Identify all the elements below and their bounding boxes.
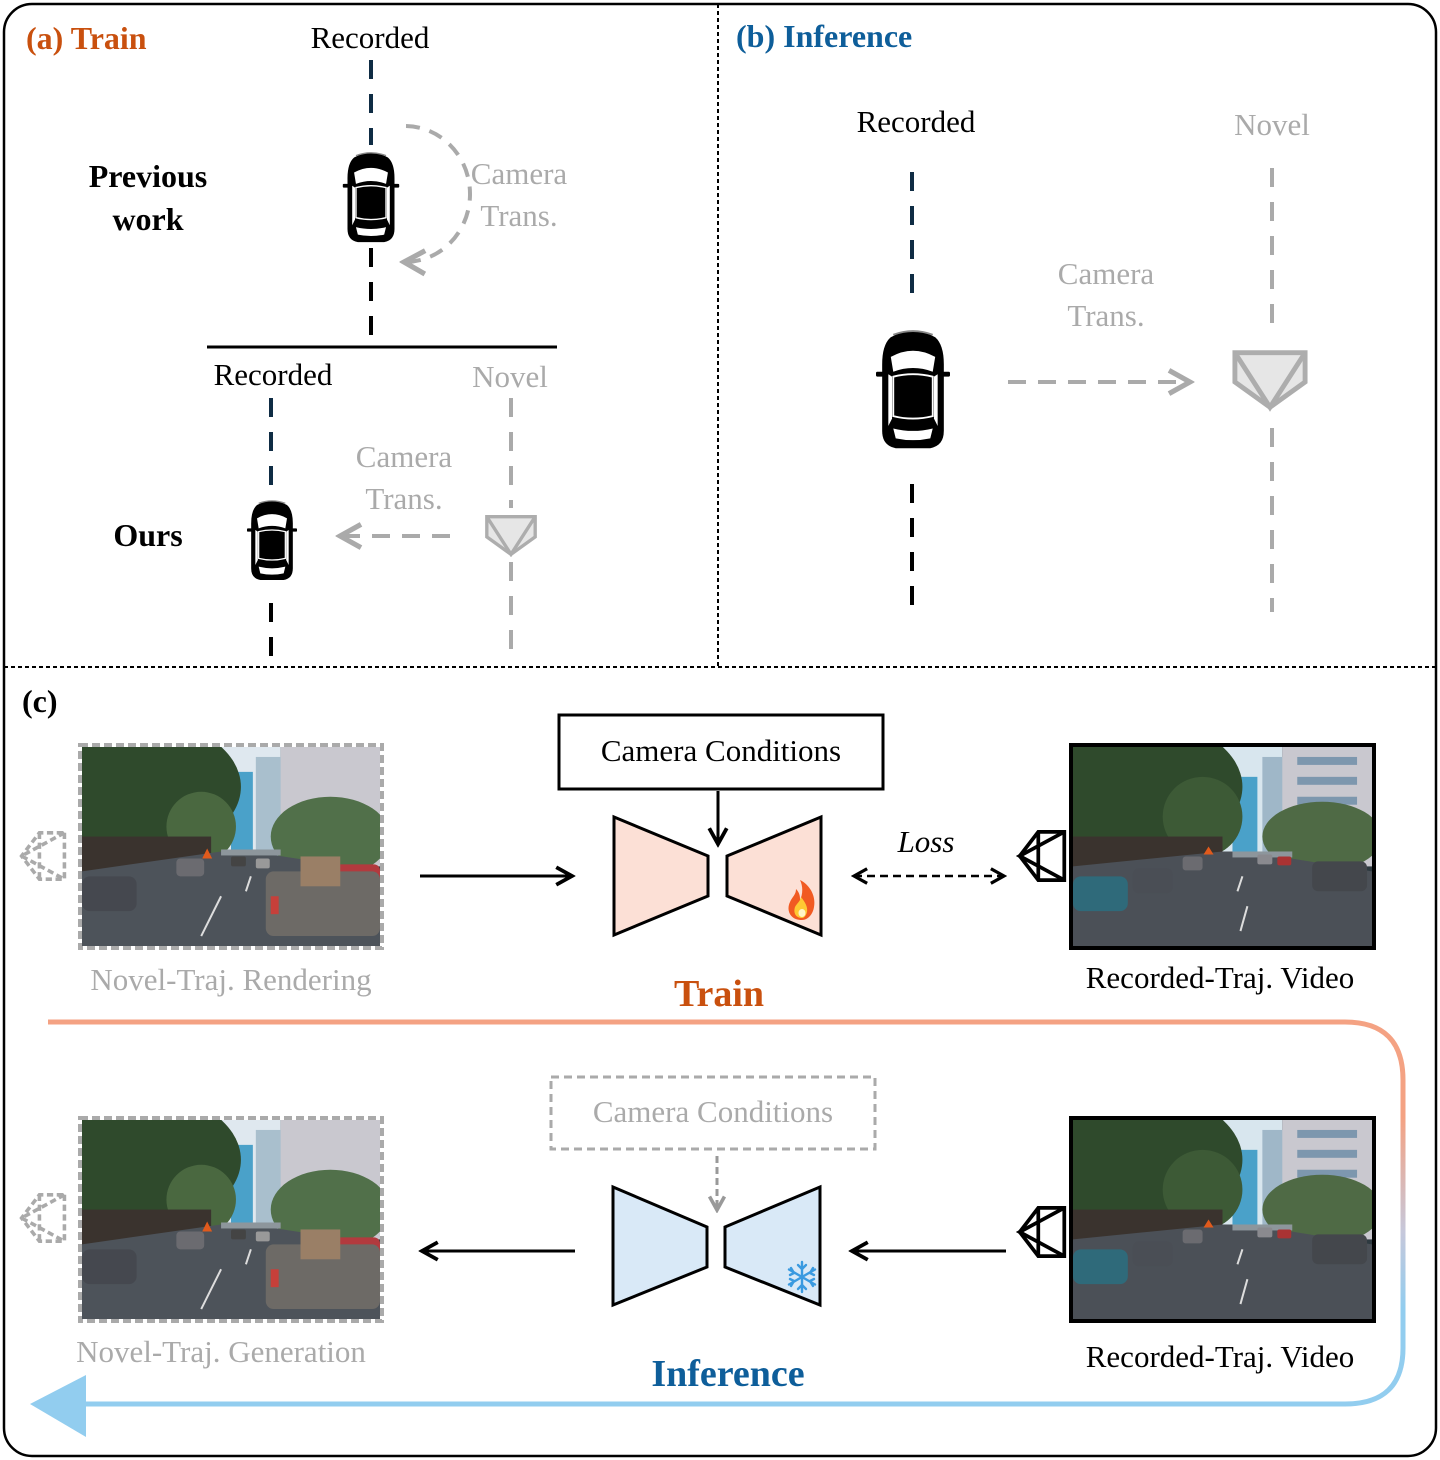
encoder-inference <box>611 1184 709 1308</box>
encoder-train <box>612 814 710 938</box>
fire-icon <box>788 880 815 920</box>
car-icon <box>342 152 400 243</box>
recorded-camera-icon <box>1017 1205 1067 1259</box>
decoder-inference <box>723 1184 822 1308</box>
novel-rendering-image <box>82 747 380 946</box>
novel-generation-caption: Novel-Traj. Generation <box>76 1334 366 1369</box>
inference-flow-arrowhead <box>30 1375 86 1437</box>
panel-c-title: (c) <box>22 683 58 719</box>
previous-work-label-2: work <box>112 201 183 237</box>
snowflake-icon <box>787 1260 817 1294</box>
ours-label: Ours <box>113 517 182 553</box>
novel-generation-image <box>82 1120 380 1319</box>
loss-label: Loss <box>897 824 955 859</box>
recorded-video-image-inference <box>1073 1120 1372 1319</box>
recorded-label: Recorded <box>311 20 430 55</box>
inference-stage-label: Inference <box>651 1353 804 1395</box>
novel-generation-frame <box>78 1116 384 1323</box>
ours-recorded-label: Recorded <box>214 357 333 392</box>
ours-camera-trans-2: Trans. <box>365 481 442 516</box>
ours-camera-trans-1: Camera <box>356 439 453 474</box>
panel-b-title: (b) Inference <box>736 18 912 54</box>
rotation-arrow <box>404 124 472 262</box>
train-stage-label: Train <box>674 973 764 1015</box>
camera-conditions-box-dashed <box>549 1075 877 1151</box>
panel-a-train: (a) Train Recorded Previous work Camera … <box>26 20 567 660</box>
camera-trans-label-2: Trans. <box>480 198 557 233</box>
recorded-label: Recorded <box>857 104 976 139</box>
recorded-video-frame <box>1069 743 1376 950</box>
car-icon <box>247 500 297 581</box>
flow-curve <box>1344 1019 1406 1407</box>
camera-trans-label-2: Trans. <box>1067 298 1144 333</box>
recorded-video-caption-inference: Recorded-Traj. Video <box>1086 1339 1354 1374</box>
novel-label: Novel <box>1234 107 1310 142</box>
novel-camera-icon <box>19 830 67 882</box>
recorded-video-image <box>1073 747 1372 946</box>
car-icon <box>876 329 950 450</box>
panel-c-pipeline: (c) Novel-Traj. Rendering Camera Conditi… <box>19 683 1406 1437</box>
camera-conditions-label: Camera Conditions <box>601 733 841 768</box>
recorded-video-frame-inference <box>1069 1116 1376 1323</box>
novel-camera-icon <box>19 1192 67 1244</box>
camera-icon <box>485 515 537 556</box>
camera-trans-label-1: Camera <box>1058 256 1155 291</box>
previous-work-label-1: Previous <box>89 158 208 194</box>
camera-conditions-box <box>557 713 885 791</box>
panel-b-inference: (b) Inference Recorded Novel Camera Tran… <box>736 18 1310 612</box>
camera-conditions-label-dashed: Camera Conditions <box>593 1094 833 1129</box>
recorded-camera-icon <box>1017 829 1067 883</box>
camera-trans-label-1: Camera <box>471 156 568 191</box>
ours-novel-label: Novel <box>472 359 548 394</box>
panel-a-title: (a) Train <box>26 20 147 56</box>
camera-icon <box>1235 353 1305 408</box>
novel-rendering-frame <box>78 743 384 950</box>
recorded-video-caption: Recorded-Traj. Video <box>1086 960 1354 995</box>
novel-rendering-caption: Novel-Traj. Rendering <box>90 962 371 997</box>
